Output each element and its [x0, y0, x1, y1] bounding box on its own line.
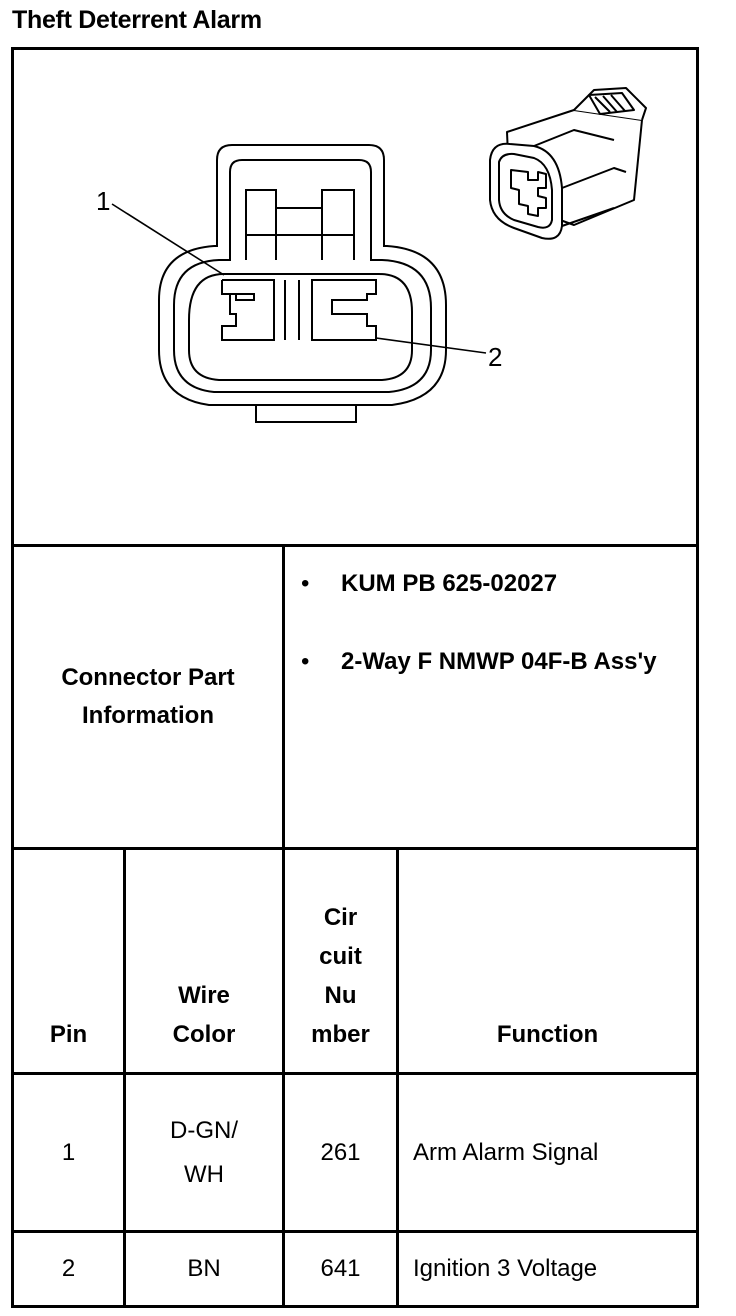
cell-function: Arm Alarm Signal: [413, 1138, 599, 1166]
header-wire-color: Wire Color: [126, 850, 282, 1072]
divider: [14, 1072, 696, 1075]
table-row-1-wire-color: D-GN/ WH: [126, 1075, 282, 1230]
cell-circuit: 641: [320, 1255, 361, 1282]
header-wire-color-line1: Wire: [178, 982, 230, 1009]
cell-circuit: 261: [320, 1138, 361, 1166]
cell-wire-color-line2: WH: [184, 1160, 224, 1188]
cell-function: Ignition 3 Voltage: [413, 1255, 598, 1282]
header-pin: Pin: [14, 850, 123, 1072]
divider: [14, 1230, 696, 1233]
header-function: Function: [399, 850, 696, 1072]
connector-part-label: Connector Part Information: [14, 547, 282, 847]
cell-pin: 2: [61, 1255, 76, 1282]
table-row-2-wire-color: BN: [126, 1233, 282, 1305]
cell-wire-color: BN: [187, 1255, 221, 1282]
divider: [14, 544, 696, 547]
header-wire-color-line2: Color: [172, 1021, 236, 1048]
connector-part-info: KUM PB 625-02027 2-Way F NMWP 04F-B Ass'…: [285, 547, 696, 847]
connector-face-diagram: 1 2: [96, 87, 647, 423]
cell-wire-color-line1: D-GN/: [170, 1116, 238, 1144]
table-row-1-pin: 1: [14, 1075, 123, 1230]
page-title: Theft Deterrent Alarm: [12, 6, 262, 34]
table-row-2-function: Ignition 3 Voltage: [399, 1233, 696, 1305]
header-circuit-line1: Cir: [323, 904, 358, 931]
table-row-1-function: Arm Alarm Signal: [399, 1075, 696, 1230]
part-description-item: 2-Way F NMWP 04F-B Ass'y: [299, 643, 696, 681]
divider: [14, 847, 696, 850]
header-circuit-line3: Nu: [324, 982, 357, 1009]
part-number-item: KUM PB 625-02027: [299, 565, 696, 603]
cell-pin: 1: [61, 1138, 76, 1166]
divider: [123, 850, 126, 1305]
divider: [282, 850, 285, 1305]
pin-1-callout: 1: [96, 186, 110, 216]
connector-part-label-line1: Connector Part: [61, 664, 235, 691]
header-pin-text: Pin: [49, 1021, 88, 1048]
connector-table: 1 2 Connector Part Information KUM PB 62…: [11, 47, 699, 1308]
header-function-text: Function: [496, 1021, 599, 1048]
table-row-1-circuit: 261: [285, 1075, 396, 1230]
divider: [396, 850, 399, 1305]
pin-2-callout: 2: [488, 342, 502, 372]
divider: [282, 547, 285, 847]
table-row-2-circuit: 641: [285, 1233, 396, 1305]
header-circuit-line4: mber: [311, 1021, 370, 1048]
table-row-2-pin: 2: [14, 1233, 123, 1305]
connector-part-label-line2: Information: [81, 702, 214, 729]
header-circuit-number: Cir cuit Nu mber: [285, 850, 396, 1072]
header-circuit-line2: cuit: [319, 943, 362, 970]
